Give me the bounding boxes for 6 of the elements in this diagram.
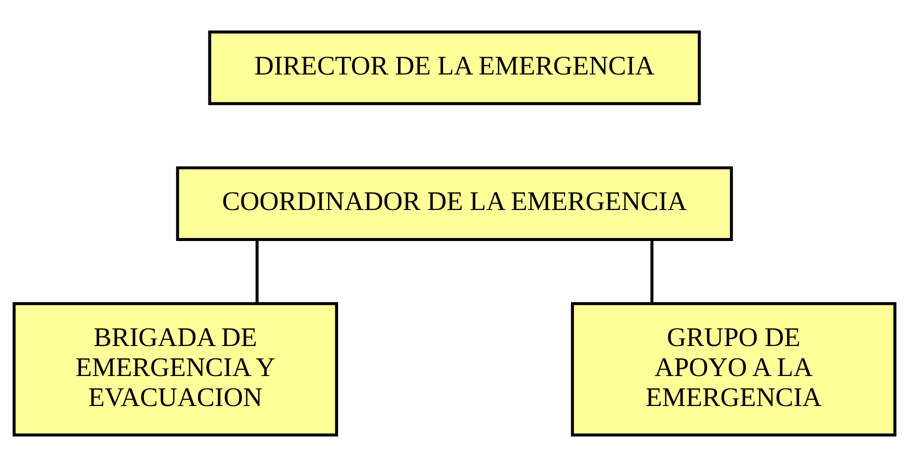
connector	[256, 239, 259, 303]
node-box: GRUPO DE APOYO A LA EMERGENCIA	[570, 302, 896, 436]
node-box: BRIGADA DE EMERGENCIA Y EVACUACION	[12, 302, 338, 436]
node-box: DIRECTOR DE LA EMERGENCIA	[208, 30, 701, 105]
connector	[650, 239, 654, 303]
node-box: COORDINADOR DE LA EMERGENCIA	[176, 166, 733, 240]
